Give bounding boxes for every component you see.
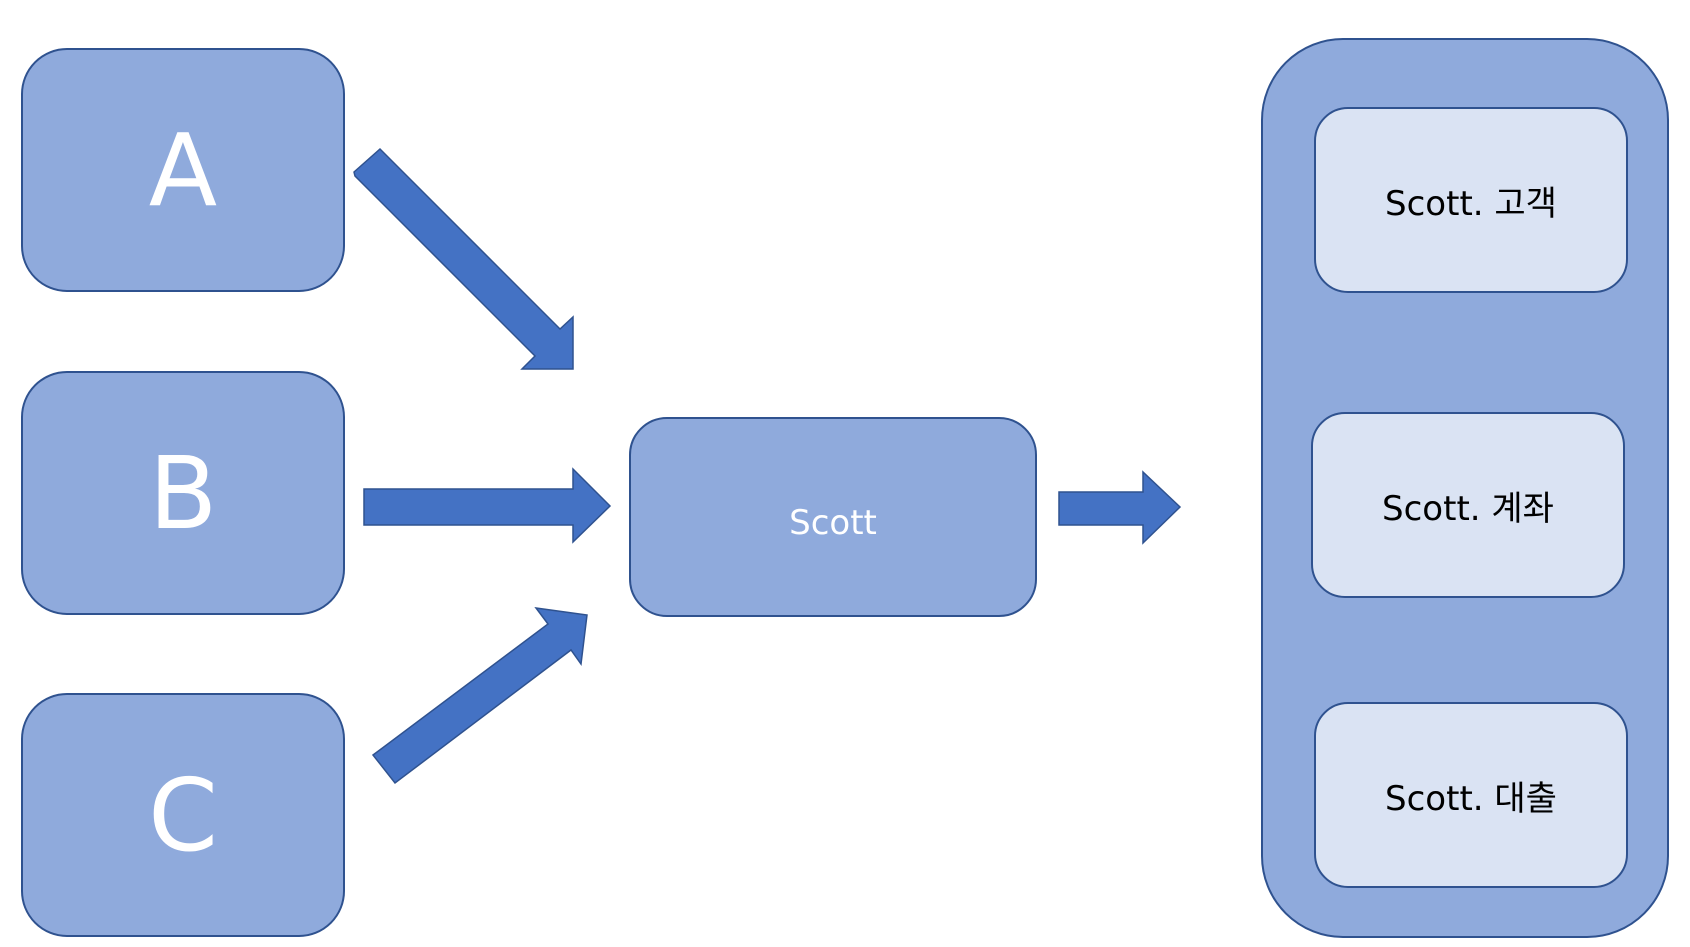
arrow-c-to-scott [371,607,588,785]
target-label-loan: Scott. 대출 [1385,778,1557,819]
hub-label: Scott [789,503,877,543]
target-box-customer: Scott. 고객 [1314,107,1628,293]
source-box-a: A [21,48,345,292]
source-label-c: C [148,756,218,874]
hub-box-scott: Scott [629,417,1037,617]
target-box-loan: Scott. 대출 [1314,702,1628,888]
source-label-b: B [148,434,218,552]
arrow-b-to-scott [363,467,612,544]
source-box-b: B [21,371,345,615]
arrow-scott-to-targets [1058,470,1182,545]
target-label-account: Scott. 계좌 [1382,488,1554,529]
target-box-account: Scott. 계좌 [1311,412,1625,598]
target-label-customer: Scott. 고객 [1385,183,1557,224]
arrow-a-to-scott [353,147,574,370]
source-label-a: A [148,111,218,229]
source-box-c: C [21,693,345,937]
